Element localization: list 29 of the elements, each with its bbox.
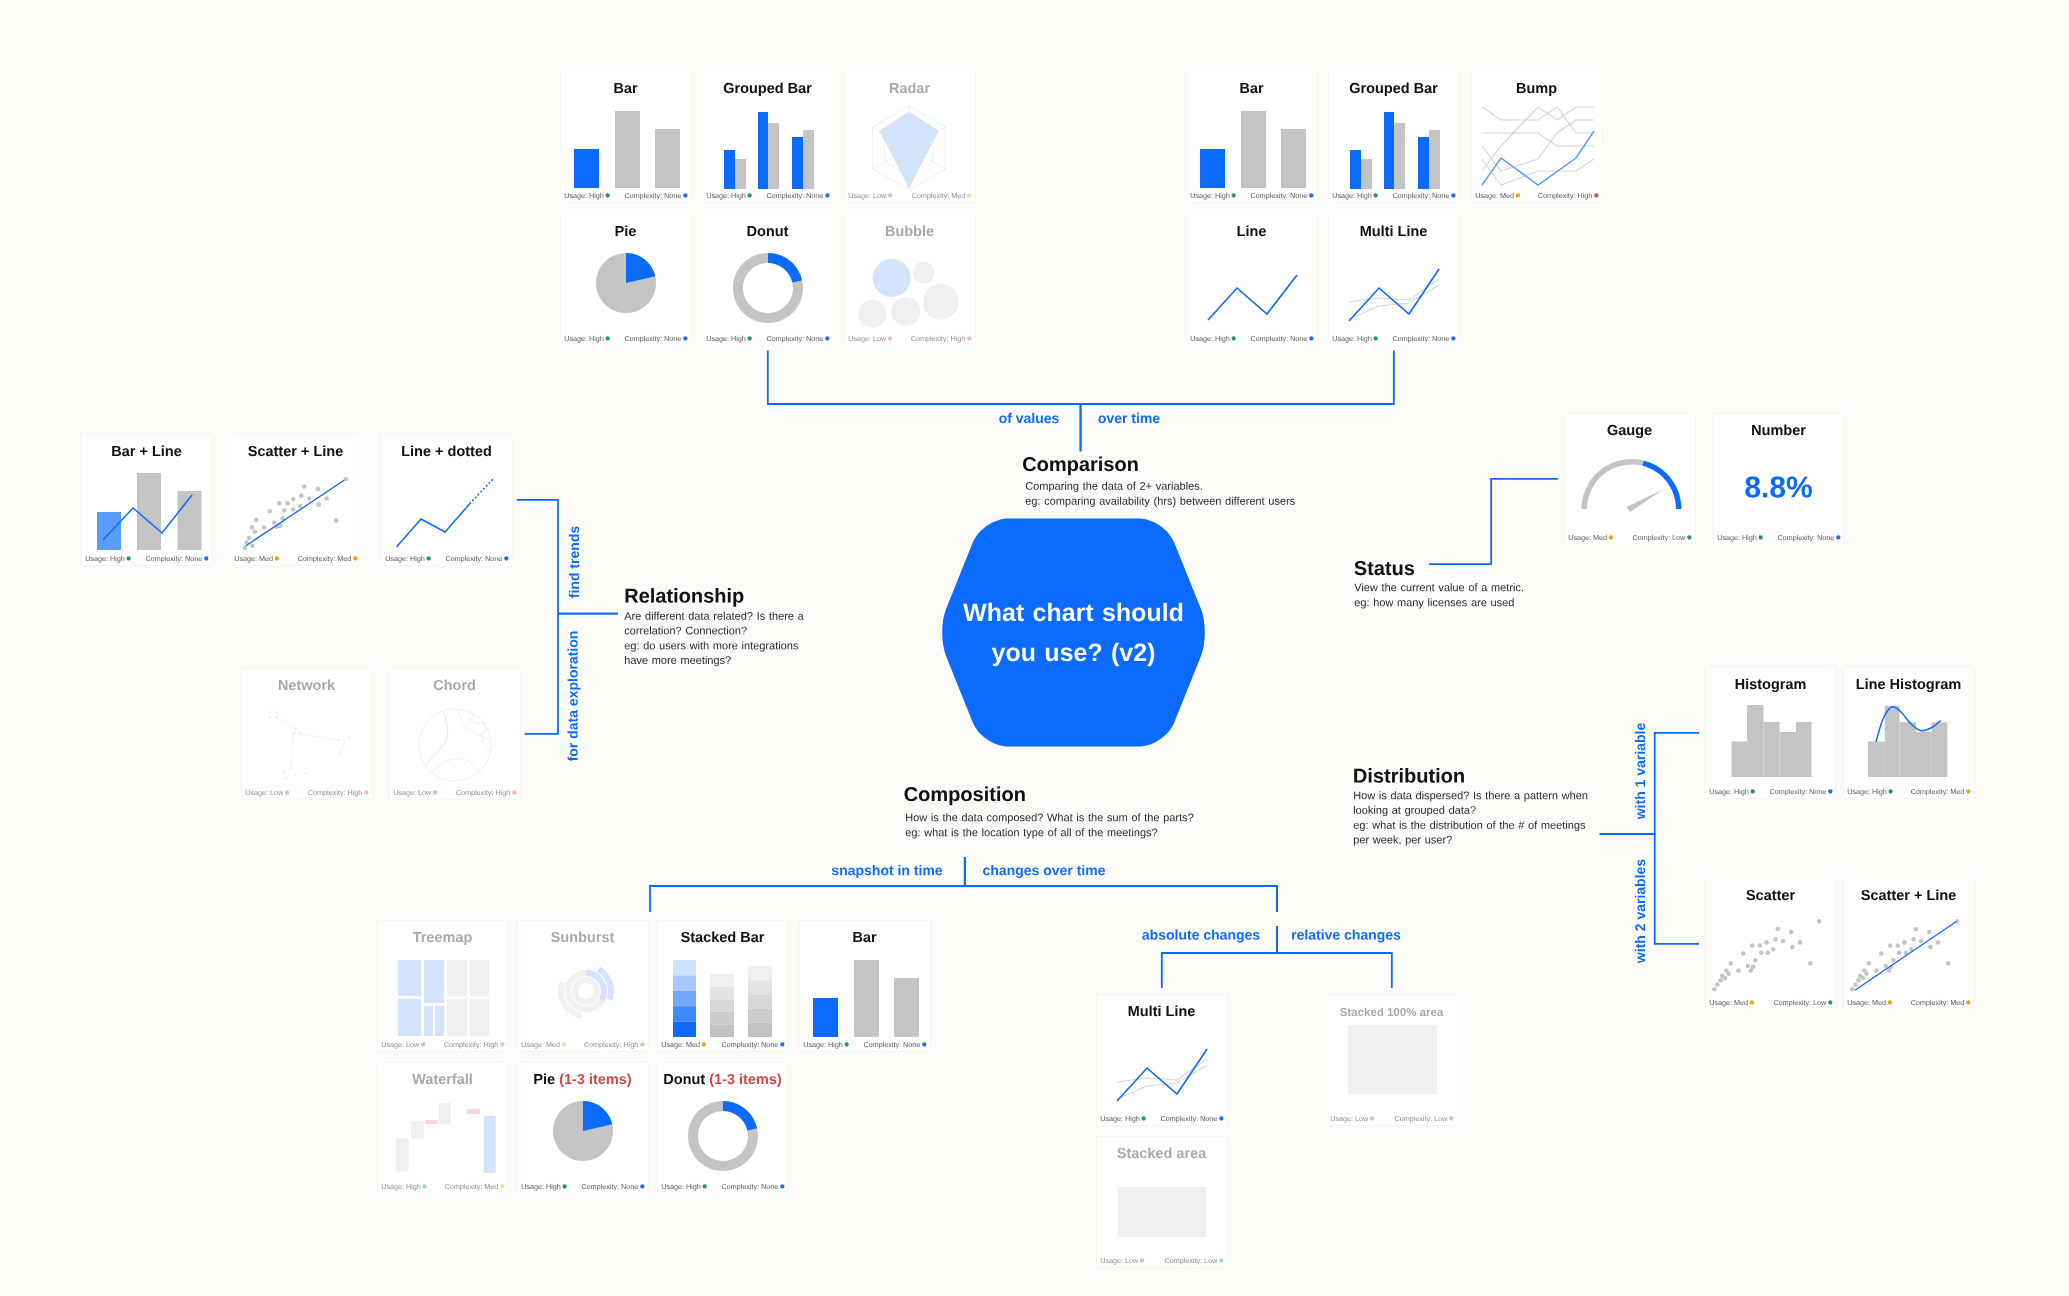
description-text: Are different data related? Is there a correlation? Connection? — [624, 611, 804, 635]
edge-label: of values — [997, 411, 1061, 425]
connector-line — [1598, 833, 1700, 945]
connector-line — [963, 856, 1393, 989]
edge-label: find trends — [567, 524, 581, 600]
connector-line — [523, 612, 619, 735]
edge-label: snapshot in time — [829, 863, 945, 880]
description-text: Comparing the data of 2+ variables. — [1025, 481, 1202, 492]
edge-label: with 2 variables — [1633, 857, 1647, 965]
topic-heading: Distribution — [1354, 768, 1464, 783]
topic-heading: Composition — [904, 786, 1025, 806]
branch-label: changes over time — [981, 863, 1107, 880]
description-text: How is data dispersed? Is there a pattern when looking at grouped data? — [1353, 791, 1588, 817]
edge-label: over time — [1096, 411, 1162, 425]
example-text: eg: do users with more integrations have more meetings? — [624, 641, 798, 667]
topic-heading: Relationship — [625, 588, 744, 607]
topic-heading: Status — [1354, 561, 1415, 576]
edge-label: with 1 variable — [1633, 721, 1647, 821]
example-text: eg: what is the location type of all of the meetings? — [905, 828, 1158, 839]
connector-line — [1428, 477, 1559, 565]
example-text: eg: how many licenses are used — [1354, 598, 1514, 609]
connector-line — [1079, 349, 1395, 453]
example-text: eg: what is the distribution of the # of meetings per week, per user? — [1353, 820, 1586, 846]
topic-heading: Comparison — [1023, 456, 1138, 476]
metric-value: 8.8% — [1745, 476, 1812, 498]
description-text: How is the data composed? What is the sum of the parts? — [906, 813, 1194, 824]
example-text: eg: comparing availability (hrs) between different users — [1025, 496, 1295, 507]
description-text: View the current value of a metric. — [1354, 583, 1523, 592]
hexagon: What chart should you use? (v2) — [942, 518, 1205, 747]
